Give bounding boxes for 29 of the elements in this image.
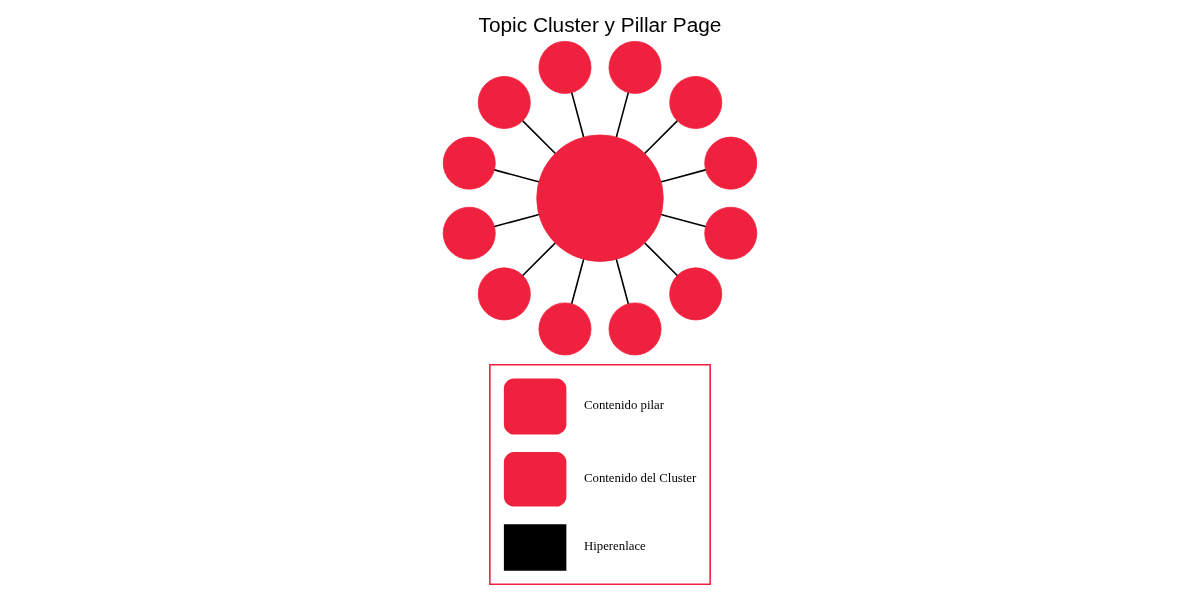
connector (570, 258, 585, 305)
connector (660, 169, 707, 183)
node-circle (442, 136, 496, 190)
node-circle (669, 267, 723, 321)
connector (493, 213, 540, 228)
node-circle (477, 267, 531, 321)
legend-label: Contenido pilar (583, 398, 664, 413)
legend-label: Hiperenlace (583, 539, 646, 554)
connector (521, 120, 556, 155)
connector (615, 258, 630, 305)
connector (644, 120, 679, 155)
node-circle (538, 302, 592, 356)
connector (660, 213, 707, 228)
node-circle (704, 206, 758, 260)
node-circle (538, 41, 592, 94)
node-circle (704, 136, 758, 190)
connector (644, 242, 679, 277)
node-circle (477, 76, 531, 129)
connector (521, 242, 556, 277)
node-circle (669, 76, 723, 129)
connector (493, 169, 540, 183)
node-circle (608, 41, 662, 94)
diagram-title: Topic Cluster y Pillar Page (478, 12, 722, 36)
node-circle (442, 206, 496, 260)
connector (615, 91, 630, 138)
node-circle (608, 302, 662, 356)
legend-label: Contenido del Cluster (583, 471, 697, 486)
node-circle (536, 134, 664, 262)
connector (570, 91, 585, 138)
